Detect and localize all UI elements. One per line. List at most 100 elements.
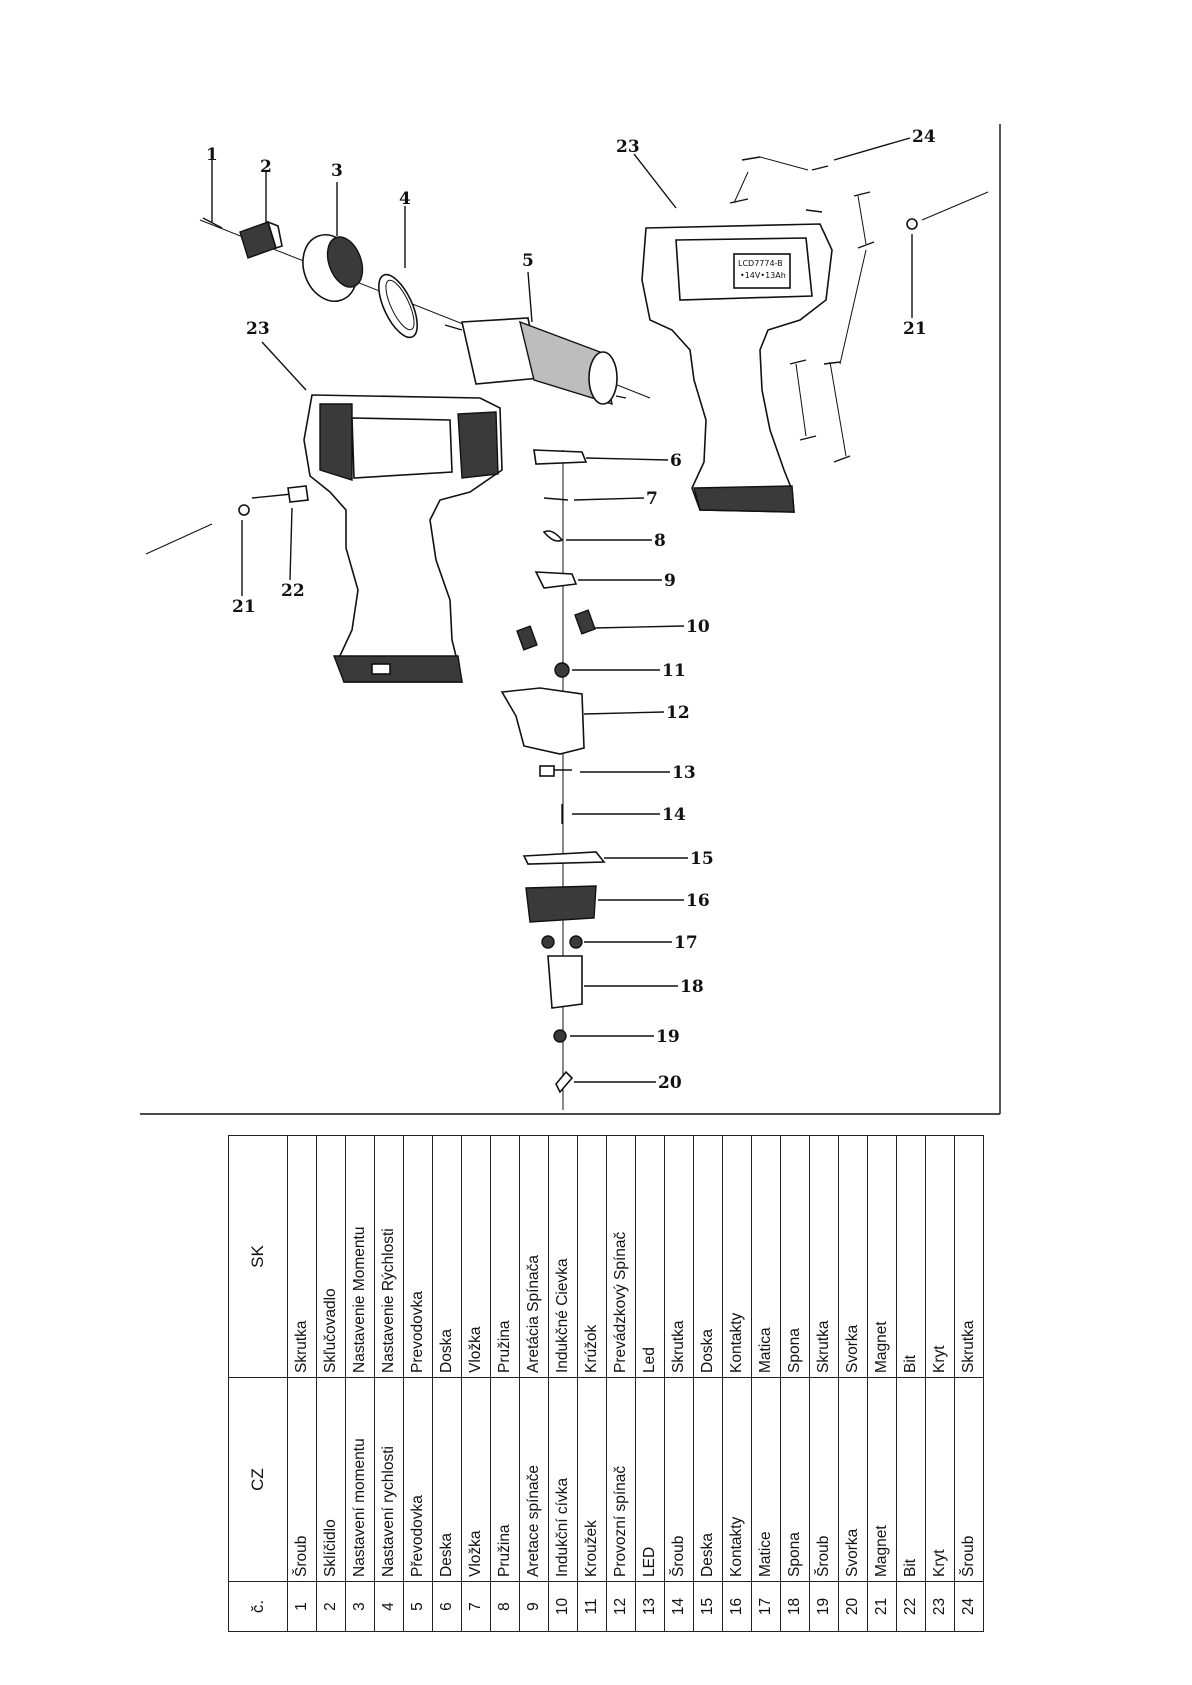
- cell-cz: Deska: [432, 1377, 462, 1582]
- cell-cz: Sklíčidlo: [316, 1377, 346, 1582]
- magnet-axis-right: [921, 191, 989, 221]
- svg-text:•14V•13Ah: •14V•13Ah: [740, 271, 786, 280]
- callout-1: 1: [206, 145, 218, 165]
- cell-sk: Nastavenie Rýchlosti: [374, 1135, 404, 1378]
- callout-9: 9: [664, 571, 676, 591]
- part-11-ring: [554, 662, 570, 678]
- cell-sk: Doska: [693, 1135, 723, 1378]
- cell-num: 19: [809, 1581, 839, 1632]
- callout-11: 11: [662, 661, 686, 681]
- cell-num: 24: [954, 1581, 984, 1632]
- cell-num: 8: [490, 1581, 520, 1632]
- part-2-chuck: [239, 220, 283, 259]
- cell-sk: Matica: [751, 1135, 781, 1378]
- callout-18: 18: [680, 977, 704, 997]
- cell-sk: Skrutka: [664, 1135, 694, 1378]
- cell-num: 15: [693, 1581, 723, 1632]
- part-10-springs: [516, 609, 596, 651]
- cell-sk: Spona: [780, 1135, 810, 1378]
- cell-cz: Převodovka: [403, 1377, 433, 1582]
- cell-sk: Kryt: [925, 1135, 955, 1378]
- leader-lines: [211, 137, 913, 1083]
- cell-sk: Prevádzkový Spínač: [606, 1135, 636, 1378]
- callout-12: 12: [666, 703, 690, 723]
- header-num: č.: [228, 1581, 288, 1632]
- cell-cz: LED: [635, 1377, 665, 1582]
- callout-21-left: 21: [232, 597, 256, 617]
- cell-num: 16: [722, 1581, 752, 1632]
- cell-sk: Kontakty: [722, 1135, 752, 1378]
- cell-cz: Šroub: [954, 1377, 984, 1582]
- cell-num: 4: [374, 1581, 404, 1632]
- svg-text:LCD7774-B: LCD7774-B: [738, 259, 783, 268]
- cell-cz: Matice: [751, 1377, 781, 1582]
- callout-6: 6: [670, 451, 682, 471]
- cell-sk: Prevodovka: [403, 1135, 433, 1378]
- cell-cz: Deska: [693, 1377, 723, 1582]
- part-23-left-housing: [303, 394, 503, 683]
- part-17-nuts: [541, 935, 583, 949]
- part-20-terminal: [555, 1070, 574, 1094]
- part-23-right-housing: LCD7774-B •14V•13Ah: [641, 223, 833, 513]
- callout-4: 4: [399, 189, 411, 209]
- cell-sk: Skrutka: [954, 1135, 984, 1378]
- callout-19: 19: [656, 1027, 680, 1047]
- cell-num: 13: [635, 1581, 665, 1632]
- cell-num: 12: [606, 1581, 636, 1632]
- part-8-spring: [542, 530, 564, 542]
- callout-21-right: 21: [903, 319, 927, 339]
- cell-cz: Pružina: [490, 1377, 520, 1582]
- cell-sk: Doska: [432, 1135, 462, 1378]
- part-3-torque-ring: [302, 234, 364, 302]
- exploded-view-diagram: LCD7774-B •14V•13Ah: [140, 124, 1001, 1115]
- cell-cz: Vložka: [461, 1377, 491, 1582]
- cell-sk: Magnet: [867, 1135, 897, 1378]
- callout-17: 17: [674, 933, 698, 953]
- cell-cz: Kroužek: [577, 1377, 607, 1582]
- cell-num: 20: [838, 1581, 868, 1632]
- cell-sk: Svorka: [838, 1135, 868, 1378]
- cell-num: 23: [925, 1581, 955, 1632]
- cell-sk: Aretácia Spínača: [519, 1135, 549, 1378]
- callout-23-right: 23: [616, 137, 640, 157]
- cell-num: 22: [896, 1581, 926, 1632]
- part-16-contacts: [525, 885, 597, 923]
- cell-cz: Šroub: [809, 1377, 839, 1582]
- cell-num: 1: [287, 1581, 317, 1632]
- part-12-operating-switch: [500, 687, 585, 755]
- cell-num: 6: [432, 1581, 462, 1632]
- part-18-clip: [547, 955, 583, 1009]
- cell-cz: Indukční cívka: [548, 1377, 578, 1582]
- cell-num: 14: [664, 1581, 694, 1632]
- callout-16: 16: [686, 891, 710, 911]
- cell-num: 2: [316, 1581, 346, 1632]
- cell-num: 3: [345, 1581, 375, 1632]
- header-sk: SK: [228, 1135, 288, 1378]
- callout-14: 14: [662, 805, 686, 825]
- table-header-row: č. CZ SK: [228, 1135, 288, 1632]
- cell-num: 11: [577, 1581, 607, 1632]
- callout-10: 10: [686, 617, 710, 637]
- callout-7: 7: [646, 489, 658, 509]
- cell-cz: Magnet: [867, 1377, 897, 1582]
- part-5-gearbox: [444, 317, 627, 406]
- cell-cz: Nastavení momentu: [345, 1377, 375, 1582]
- part-6-plate: [533, 449, 588, 465]
